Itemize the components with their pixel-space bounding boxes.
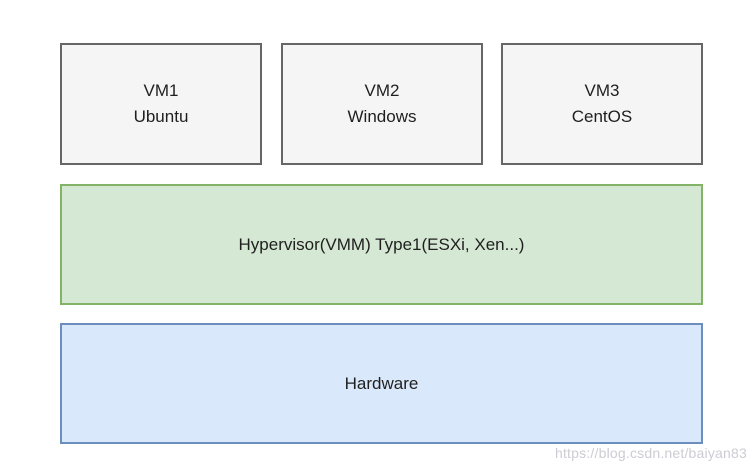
vm3-os: CentOS bbox=[571, 107, 633, 126]
hardware-layer-box: Hardware bbox=[60, 323, 703, 444]
vm3-centos-box: VM3 CentOS bbox=[501, 43, 703, 165]
hardware-label: Hardware bbox=[344, 373, 419, 393]
vm2-os: Windows bbox=[347, 107, 417, 126]
csdn-watermark: https://blog.csdn.net/baiyan83 bbox=[554, 445, 747, 461]
vm2-windows-box: VM2 Windows bbox=[281, 43, 483, 165]
hypervisor-layer-box: Hypervisor(VMM) Type1(ESXi, Xen...) bbox=[60, 184, 703, 305]
vm1-ubuntu-box: VM1 Ubuntu bbox=[60, 43, 262, 165]
vm3-name: VM3 bbox=[584, 81, 620, 100]
hypervisor-label: Hypervisor(VMM) Type1(ESXi, Xen...) bbox=[238, 234, 525, 254]
vm1-os: Ubuntu bbox=[133, 107, 189, 126]
vm1-name: VM1 bbox=[143, 81, 179, 100]
vm2-name: VM2 bbox=[364, 81, 400, 100]
